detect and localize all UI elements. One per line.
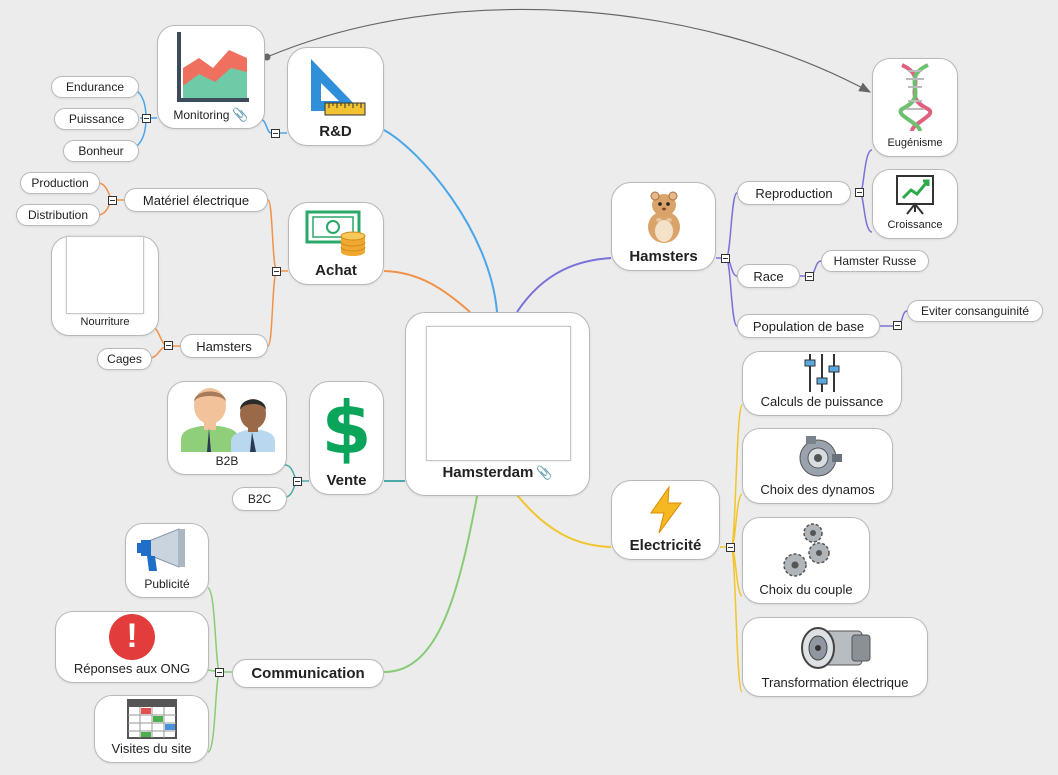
dynamo-icon bbox=[743, 429, 892, 482]
topic-hamsters-achat[interactable]: Hamsters bbox=[180, 334, 268, 358]
collapse-toggle-reproduction[interactable] bbox=[855, 188, 864, 197]
branch-line-rd bbox=[383, 129, 498, 313]
paperclip-icon[interactable]: 📎 bbox=[232, 107, 249, 122]
dna-icon bbox=[873, 59, 957, 135]
topic-bonheur[interactable]: Bonheur bbox=[63, 140, 139, 162]
sliders-icon bbox=[743, 352, 901, 394]
topic-transformation-electrique[interactable]: Transformation électrique bbox=[742, 617, 928, 697]
topic-population-de-base[interactable]: Population de base bbox=[737, 314, 880, 338]
topic-monitoring-label: Monitoring bbox=[173, 108, 230, 122]
collapse-toggle-hamsters-achat[interactable] bbox=[164, 341, 173, 350]
collapse-toggle-electricite[interactable] bbox=[726, 543, 735, 552]
set-square-ruler-icon bbox=[288, 48, 383, 124]
topic-vente[interactable]: $ Vente bbox=[309, 381, 384, 495]
growth-chart-icon bbox=[873, 170, 957, 217]
branch-line-hamsters bbox=[516, 257, 612, 313]
topic-materiel-electrique[interactable]: Matériel électrique bbox=[124, 188, 268, 212]
business-people-icon bbox=[168, 382, 286, 453]
megaphone-icon bbox=[126, 524, 208, 576]
collapse-toggle-communication[interactable] bbox=[215, 668, 224, 677]
collapse-toggle-achat[interactable] bbox=[272, 267, 281, 276]
paperclip-icon[interactable]: 📎 bbox=[536, 464, 553, 480]
collapse-toggle-race[interactable] bbox=[805, 272, 814, 281]
topic-eviter-consanguinite[interactable]: Eviter consanguinité bbox=[907, 300, 1043, 322]
money-coins-icon bbox=[289, 203, 383, 263]
topic-croissance[interactable]: Croissance bbox=[872, 169, 958, 239]
branch-line-electricite bbox=[516, 494, 612, 548]
topic-publicite[interactable]: Publicité bbox=[125, 523, 209, 598]
relation-arrow bbox=[266, 8, 872, 93]
hamster-icon bbox=[612, 183, 715, 249]
topic-choix-couple[interactable]: Choix du couple bbox=[742, 517, 870, 604]
collapse-toggle-population[interactable] bbox=[893, 321, 902, 330]
dollar-icon: $ bbox=[321, 385, 372, 470]
central-image-placeholder bbox=[426, 326, 571, 461]
lightning-icon bbox=[612, 481, 719, 538]
topic-hamsters[interactable]: Hamsters bbox=[611, 182, 716, 271]
gears-icon bbox=[743, 518, 869, 582]
branch-line-achat bbox=[383, 270, 471, 313]
turbine-icon bbox=[743, 618, 927, 675]
topic-achat-label: Achat bbox=[315, 262, 357, 279]
topic-rd[interactable]: R&D bbox=[287, 47, 384, 146]
topic-electricite[interactable]: Electricité bbox=[611, 480, 720, 560]
topic-calculs-puissance[interactable]: Calculs de puissance bbox=[742, 351, 902, 416]
topic-visites-site[interactable]: Visites du site bbox=[94, 695, 209, 763]
topic-eugenisme[interactable]: Eugénisme bbox=[872, 58, 958, 157]
exclamation-icon: ! bbox=[56, 612, 208, 661]
collapse-toggle-hamsters[interactable] bbox=[721, 254, 730, 263]
nourriture-image-placeholder bbox=[52, 236, 158, 314]
topic-cages[interactable]: Cages bbox=[97, 348, 152, 370]
central-topic-label: Hamsterdam bbox=[442, 464, 534, 481]
central-topic-hamsterdam[interactable]: Hamsterdam 📎 bbox=[405, 312, 590, 496]
collapse-toggle-monitoring[interactable] bbox=[142, 114, 151, 123]
collapse-toggle-vente[interactable] bbox=[293, 477, 302, 486]
topic-hamster-russe[interactable]: Hamster Russe bbox=[821, 250, 929, 272]
collapse-toggle-materiel[interactable] bbox=[108, 196, 117, 205]
collapse-toggle-rd[interactable] bbox=[271, 129, 280, 138]
topic-distribution[interactable]: Distribution bbox=[16, 204, 100, 226]
topic-reponses-ong[interactable]: ! Réponses aux ONG bbox=[55, 611, 209, 683]
topic-vente-label: Vente bbox=[326, 472, 367, 489]
topic-puissance[interactable]: Puissance bbox=[54, 108, 139, 130]
topic-communication[interactable]: Communication bbox=[232, 659, 384, 688]
topic-reproduction[interactable]: Reproduction bbox=[737, 181, 851, 205]
topic-choix-dynamos[interactable]: Choix des dynamos bbox=[742, 428, 893, 504]
area-chart-icon bbox=[158, 26, 264, 107]
topic-production[interactable]: Production bbox=[20, 172, 100, 194]
spreadsheet-icon bbox=[95, 696, 208, 741]
topic-endurance[interactable]: Endurance bbox=[51, 76, 139, 98]
topic-b2b[interactable]: B2B bbox=[167, 381, 287, 475]
topic-achat[interactable]: Achat bbox=[288, 202, 384, 285]
topic-b2c[interactable]: B2C bbox=[232, 487, 287, 511]
topic-monitoring[interactable]: Monitoring 📎 bbox=[157, 25, 265, 129]
topic-nourriture[interactable]: Nourriture bbox=[51, 236, 159, 336]
topic-rd-label: R&D bbox=[319, 123, 352, 140]
branch-line-communication bbox=[383, 479, 481, 673]
topic-race[interactable]: Race bbox=[737, 264, 800, 288]
